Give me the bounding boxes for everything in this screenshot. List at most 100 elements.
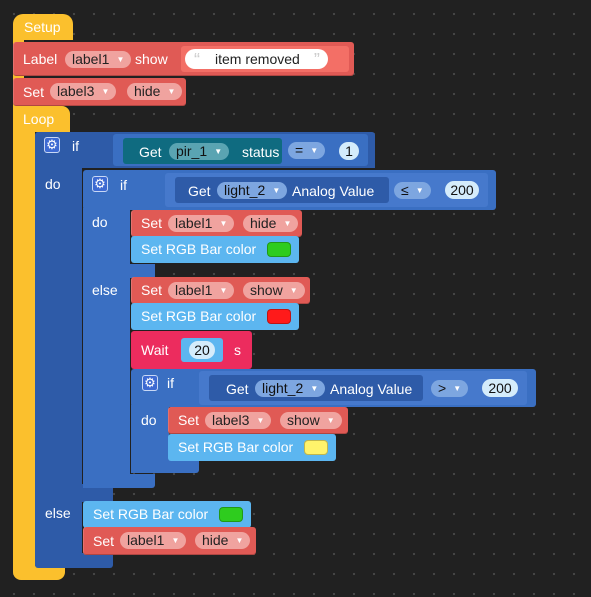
caret-down-icon: ▼: [415, 186, 424, 195]
set-label3-hide-block[interactable]: Set label3 ▼ hide▼: [13, 78, 186, 106]
wait-number-slot: 20: [181, 338, 223, 362]
set-target-value: label3: [57, 83, 95, 99]
set-target-dropdown[interactable]: label1 ▼: [168, 215, 235, 232]
operator-value: ≤: [401, 182, 409, 198]
caret-down-icon: ▼: [272, 186, 281, 195]
inner-if-footer: [83, 474, 155, 488]
wait-block[interactable]: Wait 20 s: [131, 331, 252, 369]
sensor-value: light_2: [224, 182, 266, 198]
outer-if-label: if: [72, 138, 79, 154]
set-rgb-yellow-block[interactable]: Set RGB Bar color: [168, 434, 336, 461]
outer-if-block[interactable]: ⚙ if Get pir_1▼ status =▼ 1: [35, 132, 375, 168]
operator-value: =: [295, 142, 304, 158]
caret-down-icon: ▼: [256, 416, 265, 425]
set-state-dropdown[interactable]: show▼: [280, 412, 342, 429]
label-show-text-block[interactable]: Label label1 ▼ show “ item removed ”: [13, 42, 354, 76]
set-target-dropdown[interactable]: label1▼: [168, 282, 235, 299]
caret-down-icon: ▼: [453, 384, 462, 393]
set-state-dropdown[interactable]: hide▼: [243, 215, 299, 232]
sensor-dropdown[interactable]: pir_1▼: [169, 143, 230, 160]
set-rgb-green-block[interactable]: Set RGB Bar color: [131, 236, 299, 263]
inner-else-label: else: [92, 282, 118, 298]
set-rgb-green-block[interactable]: Set RGB Bar color: [83, 501, 251, 528]
color-swatch-yellow[interactable]: [304, 440, 328, 455]
set-keyword: Set: [93, 533, 115, 549]
set-state-dropdown[interactable]: hide▼: [195, 532, 251, 549]
set-state-value: hide: [134, 83, 161, 99]
sensor-dropdown[interactable]: light_2 ▼: [255, 380, 326, 397]
caret-down-icon: ▼: [310, 146, 319, 155]
get-keyword: Get: [226, 381, 249, 397]
nested-if-label: if: [167, 375, 174, 391]
wait-keyword: Wait: [141, 342, 169, 358]
caret-down-icon: ▼: [101, 87, 110, 96]
caret-down-icon: ▼: [171, 536, 180, 545]
label-target-value: label1: [72, 51, 110, 67]
sensor-value: light_2: [262, 380, 304, 396]
outer-if-footer: [35, 553, 113, 568]
wait-number-input[interactable]: 20: [189, 341, 215, 359]
operator-dropdown[interactable]: ≤▼: [394, 182, 431, 199]
set-state-dropdown[interactable]: show ▼: [243, 282, 305, 299]
loop-event-block[interactable]: Loop: [13, 106, 70, 132]
analog-value-block[interactable]: Get light_2 ▼ Analog Value: [209, 375, 423, 401]
loop-spine: [13, 130, 35, 570]
color-swatch-red[interactable]: [267, 309, 291, 324]
caret-down-icon: ▼: [219, 219, 228, 228]
inner-if-block[interactable]: ⚙ if Get light_2▼ Analog Value ≤▼ 200: [83, 170, 496, 210]
sensor-dropdown[interactable]: light_2 ▼: [217, 182, 288, 199]
set-state-value: show: [250, 282, 283, 298]
compare-number-input[interactable]: 200: [482, 379, 518, 397]
label-target-dropdown[interactable]: label1 ▼: [65, 51, 132, 68]
text-value: item removed: [215, 51, 300, 67]
set-keyword: Set: [141, 215, 163, 231]
caret-down-icon: ▼: [326, 416, 335, 425]
set-label3-show-block[interactable]: Set label3▼ show▼: [168, 407, 348, 434]
compare-block[interactable]: Get light_2▼ Analog Value ≤▼ 200: [165, 173, 488, 207]
label-keyword: Label: [23, 51, 58, 67]
caret-down-icon: ▼: [310, 384, 319, 393]
compare-block[interactable]: Get light_2 ▼ Analog Value >▼ 200: [199, 371, 527, 405]
set-state-value: hide: [202, 532, 229, 548]
set-target-value: label3: [212, 412, 250, 428]
setup-event-block[interactable]: Setup: [13, 14, 73, 40]
operator-dropdown[interactable]: >▼: [431, 380, 469, 397]
nested-do-label: do: [141, 412, 157, 428]
set-target-dropdown[interactable]: label3 ▼: [205, 412, 272, 429]
color-swatch-green[interactable]: [267, 242, 291, 257]
get-keyword: Get: [139, 144, 162, 160]
caret-down-icon: ▼: [116, 55, 125, 64]
caret-down-icon: ▼: [289, 286, 298, 295]
gear-icon[interactable]: ⚙: [44, 137, 60, 153]
nested-if-block[interactable]: ⚙ if Get light_2 ▼ Analog Value >▼ 200: [131, 369, 536, 407]
set-state-value: hide: [250, 215, 277, 231]
caret-down-icon: ▼: [214, 147, 223, 156]
gear-icon[interactable]: ⚙: [92, 176, 108, 192]
set-label1-hide-block[interactable]: Set label1▼ hide▼: [83, 527, 256, 555]
set-target-dropdown[interactable]: label3 ▼: [50, 83, 117, 100]
analog-value-label: Analog Value: [330, 381, 413, 397]
analog-value-block[interactable]: Get light_2▼ Analog Value: [175, 177, 389, 203]
label-action: show: [135, 51, 168, 67]
compare-number-input[interactable]: 1: [339, 142, 359, 160]
loop-title: Loop: [23, 111, 55, 127]
gear-icon[interactable]: ⚙: [142, 375, 158, 391]
string-value-block[interactable]: “ item removed ”: [181, 46, 349, 72]
inner-if-do-footer: [83, 264, 155, 278]
set-state-dropdown[interactable]: hide▼: [127, 83, 183, 100]
set-rgb-red-block[interactable]: Set RGB Bar color: [131, 303, 299, 330]
compare-block[interactable]: Get pir_1▼ status =▼ 1: [113, 134, 368, 166]
set-target-value: label1: [175, 215, 213, 231]
sensor-status-block[interactable]: Get pir_1▼ status: [123, 138, 282, 164]
analog-value-label: Analog Value: [292, 183, 375, 199]
color-swatch-green[interactable]: [219, 507, 243, 522]
set-target-dropdown[interactable]: label1▼: [120, 532, 187, 549]
set-label1-show-block[interactable]: Set label1▼ show ▼: [131, 277, 310, 304]
set-label1-hide-block[interactable]: Set label1 ▼ hide▼: [131, 210, 302, 237]
text-input[interactable]: “ item removed ”: [185, 49, 328, 70]
set-keyword: Set: [23, 84, 45, 100]
operator-dropdown[interactable]: =▼: [288, 142, 326, 159]
rgb-label: Set RGB Bar color: [178, 439, 294, 455]
compare-number-input[interactable]: 200: [445, 181, 479, 199]
set-keyword: Set: [141, 282, 163, 298]
